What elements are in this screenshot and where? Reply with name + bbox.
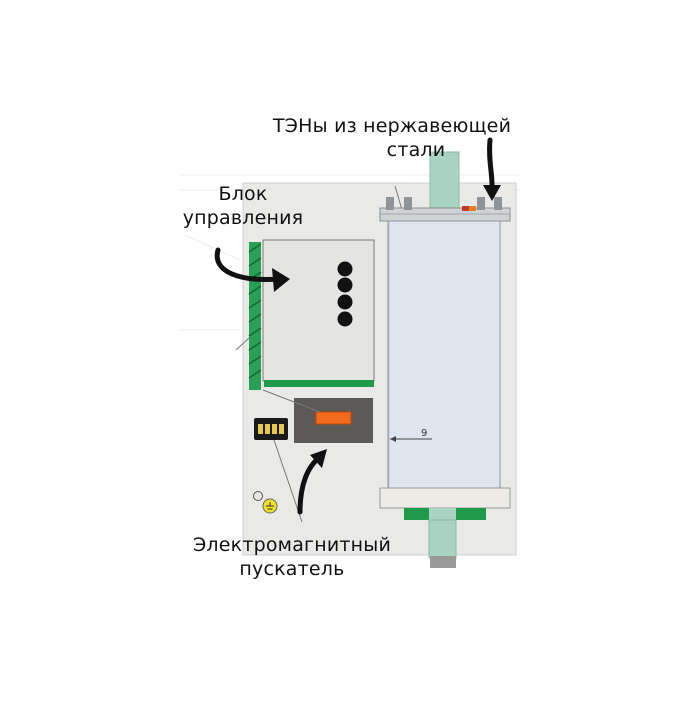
terminal-block: [254, 418, 288, 440]
label-starter-line1: Электромагнитный: [192, 534, 392, 556]
arrow-starter: [297, 449, 327, 515]
label-starter-line2: пускатель: [239, 558, 345, 580]
arrow-heaters: [483, 137, 501, 201]
bottom-fitting: [404, 508, 486, 568]
control-block: [262, 239, 375, 382]
label-heaters-line1: ТЭНы из нержавеющей: [272, 115, 512, 137]
ground-symbol: [253, 491, 278, 514]
indicator-2: [337, 277, 353, 293]
label-heaters-line2: стали: [386, 139, 446, 161]
heater-tank: [387, 220, 501, 490]
indicator-4: [337, 311, 353, 327]
dimension-mark: 9: [390, 428, 432, 442]
label-control-block-line2: управления: [182, 207, 304, 229]
label-control-block: Блок управления: [178, 182, 308, 230]
control-indicators: [337, 261, 353, 327]
label-starter: Электромагнитный пускатель: [180, 533, 404, 581]
indicator-3: [337, 294, 353, 310]
indicator-1: [337, 261, 353, 277]
control-block-base: [264, 380, 374, 387]
label-heaters: ТЭНы из нержавеющей стали: [262, 114, 522, 162]
bottom-flange: [379, 487, 511, 509]
top-flange: [379, 197, 511, 222]
arrow-control-block: [214, 247, 290, 292]
dimension-value: 9: [421, 428, 427, 439]
control-block-hinge: [248, 242, 262, 390]
label-control-block-line1: Блок: [218, 183, 268, 205]
starter-indicator: [315, 411, 352, 425]
